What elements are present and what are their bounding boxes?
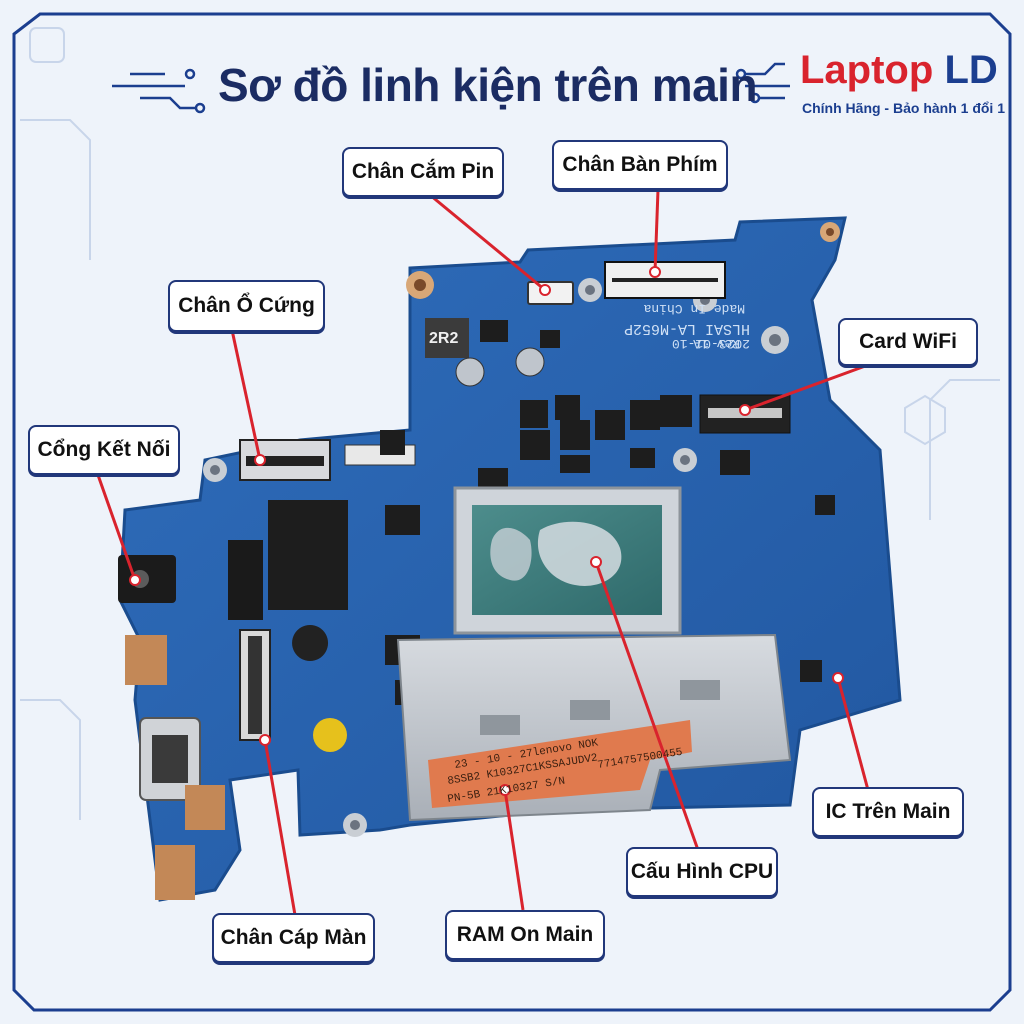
board-origin-text: Made In China	[643, 301, 745, 316]
page-title: Sơ đồ linh kiện trên main	[218, 59, 758, 111]
label-display-cable: Chân Cáp Màn	[212, 913, 375, 963]
brand-tagline: Chính Hãng - Bảo hành 1 đổi 1	[802, 100, 1005, 116]
brand-primary: Laptop	[800, 48, 934, 92]
board-markings: HLSAI LA-M652P Rev 1A 2023-01-10 Made In…	[624, 301, 750, 351]
pointer-lines	[96, 189, 870, 916]
label-battery-connector: Chân Cắm Pin	[342, 147, 504, 197]
ram-chip-left	[268, 500, 348, 610]
board-date-text: 2023-01-10	[672, 336, 750, 351]
battery-connector-shape	[527, 281, 574, 305]
label-ssd-connector: Chân Ổ Cứng	[168, 280, 325, 332]
inductor-2r2	[425, 318, 469, 358]
frame-border	[12, 12, 1012, 1012]
label-keyboard-connector: Chân Bàn Phím	[552, 140, 728, 190]
brand-logo: Laptop LD	[800, 48, 998, 93]
inductor-label: 2R2	[429, 330, 458, 347]
title-circuit-right	[735, 62, 790, 104]
label-ic-on-board: IC Trên Main	[812, 787, 964, 837]
board-model-text: HLSAI LA-M652P	[624, 320, 750, 337]
label-wifi-card: Card WiFi	[838, 318, 978, 366]
brand-secondary: LD	[944, 48, 998, 92]
label-io-ports: Cổng Kết Nối	[28, 425, 180, 475]
lenovo-sticker	[428, 720, 692, 808]
pointer-dots	[129, 266, 844, 796]
board-rev-text: Rev 1A	[693, 336, 740, 351]
label-ram-onboard: RAM On Main	[445, 910, 605, 960]
io-port-shapes	[118, 555, 225, 900]
label-cpu-config: Cấu Hình CPU	[626, 847, 778, 897]
title-circuit-left	[112, 68, 206, 114]
